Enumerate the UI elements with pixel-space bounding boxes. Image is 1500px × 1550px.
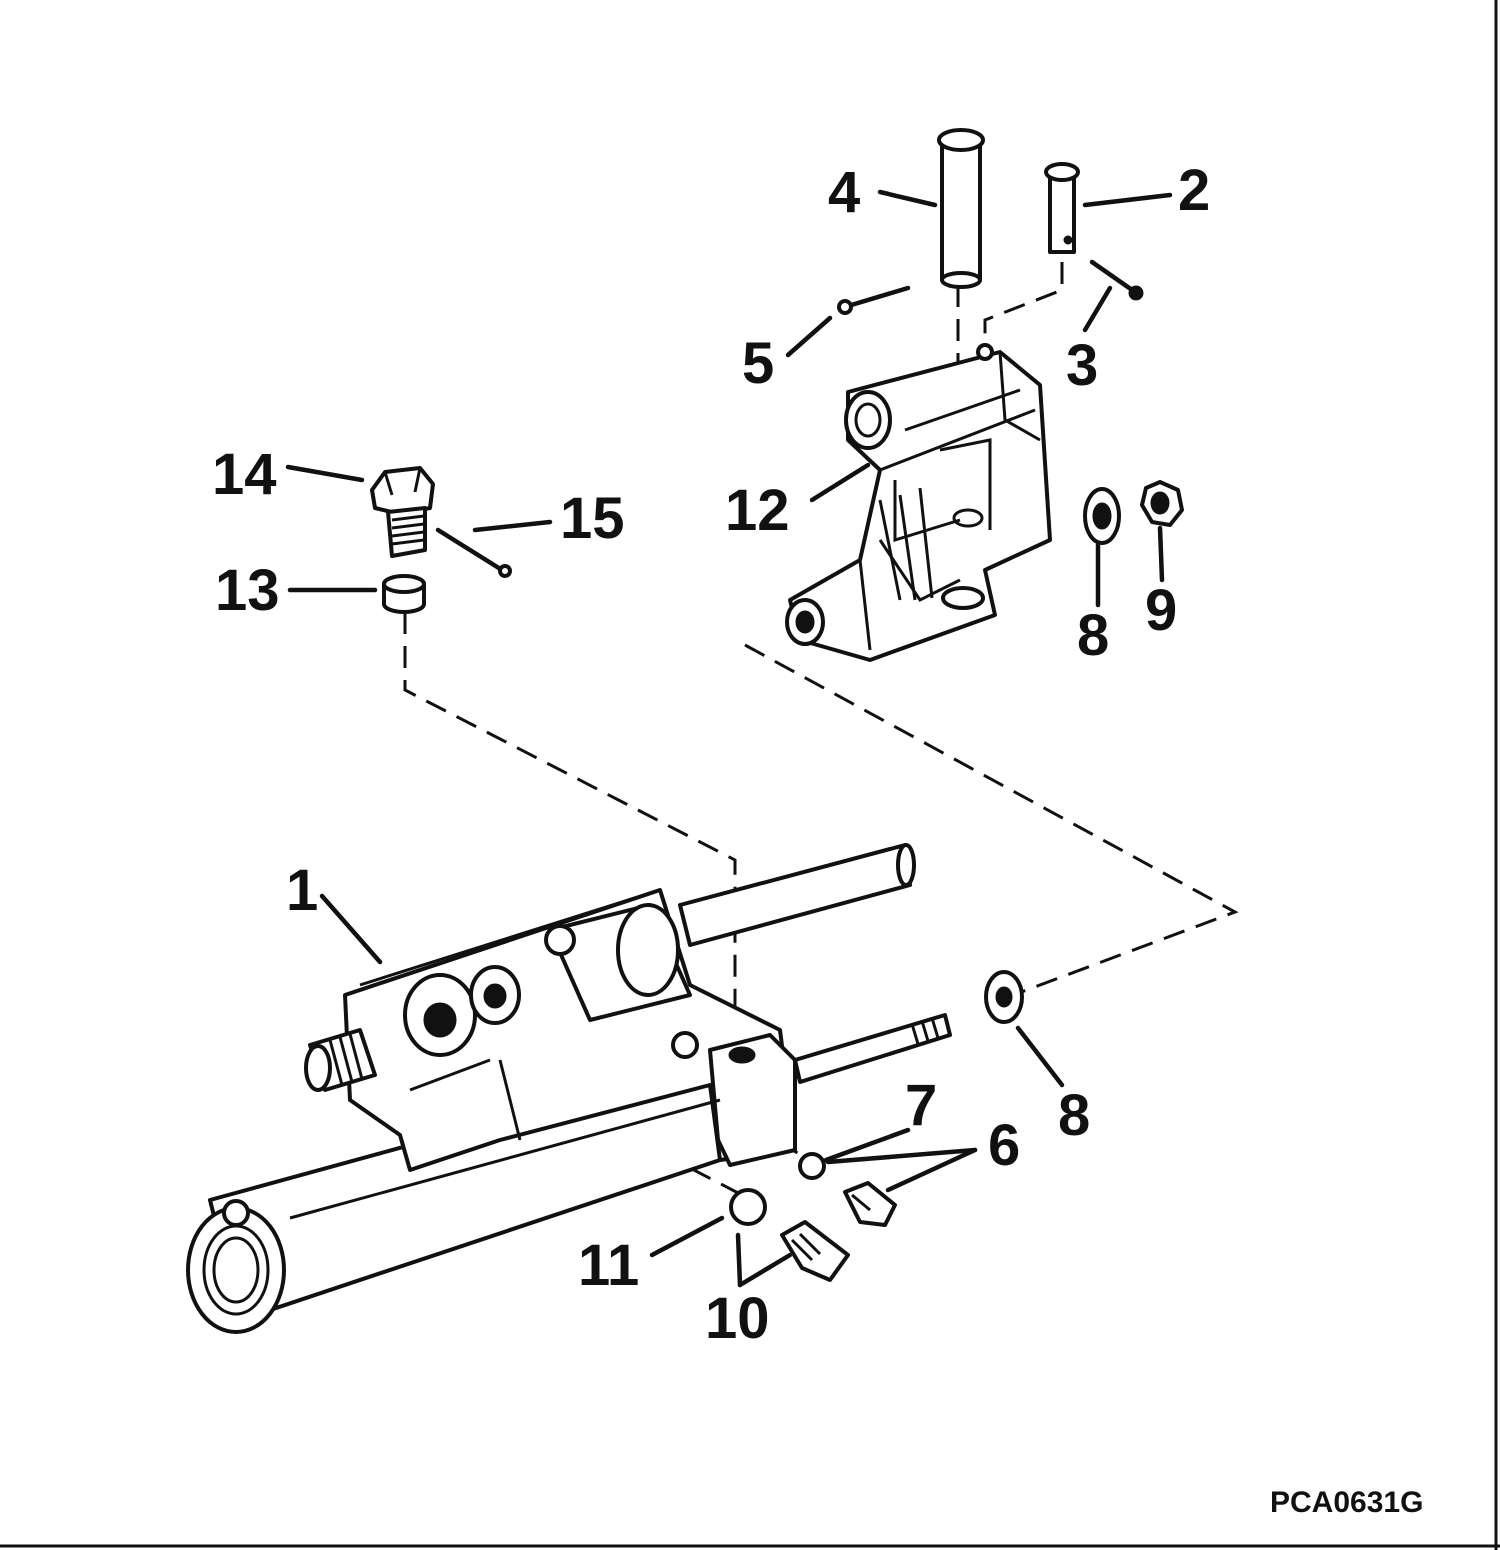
o-ring-11: [729, 1188, 767, 1226]
clevis-pin-4: [937, 128, 985, 289]
leader-4: [877, 189, 938, 208]
callout-10: 10: [705, 1286, 770, 1351]
o-ring-7: [798, 1152, 826, 1180]
leader-12: [809, 462, 871, 503]
callout-7: 7: [905, 1073, 937, 1138]
housing-assembly-1: [186, 843, 952, 1334]
leader-14: [285, 464, 365, 483]
leader-3: [1082, 285, 1113, 333]
callout-11: 11: [578, 1233, 639, 1298]
washer-8-upper: [1083, 487, 1121, 545]
callout-labels: 4 2 5 3 12 8 9 14 15 13 1 8 7 6 11 10 PC…: [212, 158, 1423, 1519]
callout-4: 4: [828, 160, 860, 225]
callout-12: 12: [725, 478, 790, 543]
leader-lines: [285, 189, 1173, 1288]
callout-9: 9: [1145, 578, 1177, 643]
leader-8-lower: [1015, 1025, 1065, 1088]
leader-10a: [735, 1232, 743, 1288]
leader-6b: [885, 1147, 978, 1193]
leader-2: [1082, 192, 1173, 208]
small-pin-2: [1044, 162, 1080, 254]
leader-1: [319, 893, 383, 965]
callout-3: 3: [1066, 333, 1098, 398]
leader-15: [472, 519, 553, 533]
cotter-pin-5: [837, 285, 911, 315]
callout-5: 5: [742, 331, 774, 396]
figure-id: PCA0631G: [1270, 1486, 1423, 1519]
callout-13: 13: [215, 558, 280, 623]
plug-screw-6: [843, 1181, 897, 1227]
callout-8-upper: 8: [1077, 603, 1109, 668]
leader-10b: [737, 1252, 793, 1288]
callout-14: 14: [212, 442, 277, 507]
leader-9: [1157, 525, 1165, 583]
callout-8-lower: 8: [1058, 1083, 1090, 1148]
leader-11: [649, 1215, 725, 1258]
cotter-pin-3: [1089, 259, 1144, 301]
bushing-13: [382, 574, 426, 614]
plug-screw-10: [780, 1220, 850, 1282]
callout-2: 2: [1178, 158, 1210, 223]
leader-6a: [825, 1147, 978, 1165]
callout-15: 15: [560, 486, 625, 551]
hex-bolt-14: [370, 466, 435, 558]
callout-6: 6: [988, 1113, 1020, 1178]
washer-8-lower: [984, 970, 1024, 1024]
leader-5: [785, 315, 833, 358]
callout-1: 1: [286, 858, 318, 923]
leader-7: [823, 1127, 911, 1163]
cotter-pin-15: [435, 527, 512, 578]
bracket-12: [785, 343, 1052, 662]
nut-9: [1140, 480, 1184, 527]
